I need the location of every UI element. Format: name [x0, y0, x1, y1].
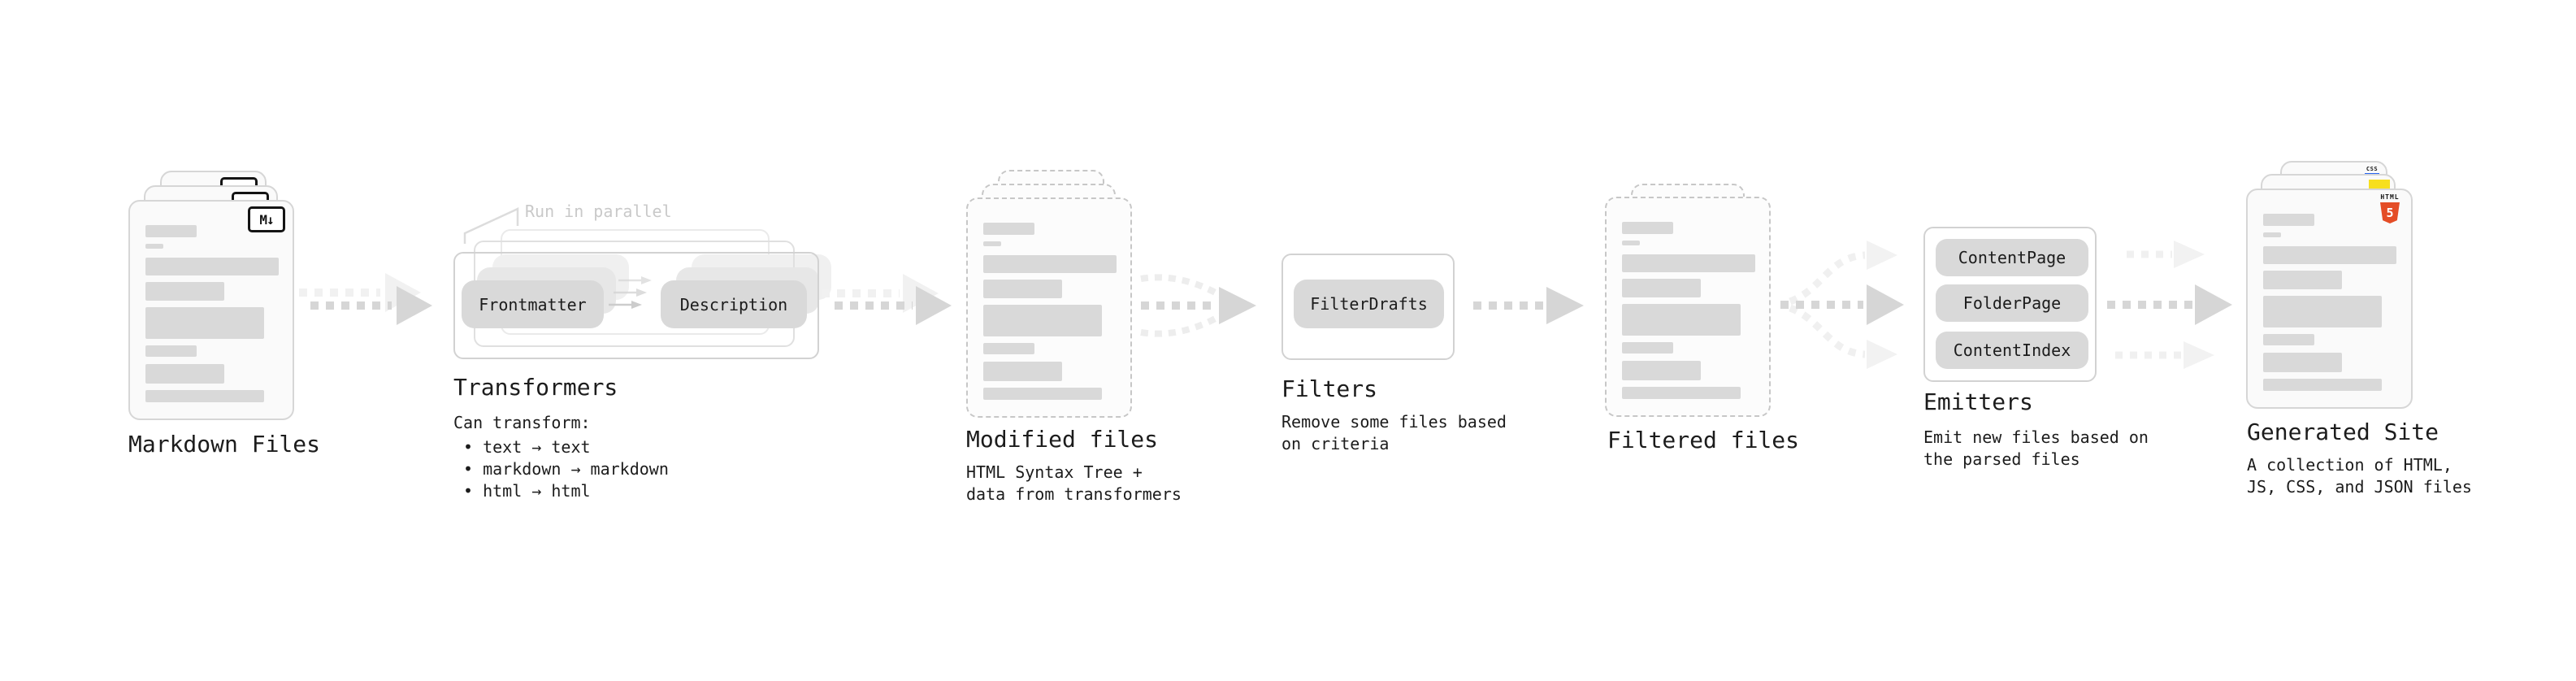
text-placeholder-line [145, 258, 279, 275]
filter-pill-filterdrafts: FilterDrafts [1294, 280, 1444, 328]
doc-skeleton [130, 202, 293, 402]
text-placeholder-line [145, 390, 264, 402]
flow-arrow-transformers-to-modified [822, 274, 952, 325]
text-placeholder-line [1622, 222, 1673, 234]
generated-file-card-html: HTML 5 [2246, 189, 2413, 409]
emitter-pill-contentpage: ContentPage [1936, 239, 2088, 276]
flow-arrow-markdown-to-transformers [299, 273, 432, 325]
text-placeholder-line [1622, 279, 1701, 297]
text-placeholder-line [2263, 334, 2314, 345]
doc-skeleton [1607, 198, 1769, 399]
stage-label-filters: Filters [1281, 375, 1378, 402]
note-leader-line [463, 207, 519, 244]
flow-arrow-emitters-to-generated [2107, 241, 2232, 369]
text-placeholder-line [983, 388, 1102, 400]
transformer-pill-frontmatter: Frontmatter [462, 280, 604, 328]
stage-label-modified-files: Modified files [966, 426, 1159, 453]
text-placeholder-line [145, 225, 197, 237]
markdown-icon: M↓ [248, 206, 285, 232]
generated-site-desc: A collection of HTML, JS, CSS, and JSON … [2247, 455, 2472, 497]
text-placeholder-line [2263, 232, 2281, 237]
text-placeholder-line [983, 362, 1062, 381]
bullet-item: • text → text [463, 437, 591, 457]
stage-label-generated-site: Generated Site [2247, 419, 2439, 445]
text-placeholder-line [145, 244, 163, 249]
text-placeholder-line [983, 280, 1062, 298]
html5-icon: HTML 5 [2378, 193, 2402, 223]
text-placeholder-line [1622, 387, 1741, 399]
transformer-pill-description: Description [661, 280, 807, 328]
emitter-pill-folderpage: FolderPage [1936, 284, 2088, 322]
text-placeholder-line [1622, 254, 1755, 272]
transformer-frame-front [453, 252, 819, 359]
bullet-item: • markdown → markdown [463, 459, 669, 479]
text-placeholder-line [145, 345, 197, 357]
emitters-desc: Emit new files based on the parsed files [1923, 427, 2149, 469]
bullet-item: • html → html [463, 481, 591, 501]
run-in-parallel-note: Run in parallel [525, 202, 672, 221]
text-placeholder-line [983, 223, 1034, 235]
modified-file-card-front [966, 197, 1132, 418]
text-placeholder-line [145, 364, 224, 384]
markdown-file-card-front: M↓ [128, 200, 294, 420]
text-placeholder-line [2263, 353, 2342, 372]
text-placeholder-line [983, 305, 1102, 336]
text-placeholder-line [1622, 241, 1640, 245]
stage-label-filtered-files: Filtered files [1607, 427, 1800, 453]
transformers-desc-title: Can transform: [453, 413, 591, 432]
text-placeholder-line [1622, 342, 1673, 354]
text-placeholder-line [983, 241, 1001, 246]
stage-label-markdown-files: Markdown Files [128, 431, 321, 458]
text-placeholder-line [1622, 304, 1741, 336]
text-placeholder-line [1622, 361, 1701, 380]
text-placeholder-line [983, 255, 1117, 273]
stage-label-emitters: Emitters [1923, 388, 2033, 415]
filters-desc: Remove some files based on criteria [1281, 412, 1507, 453]
text-placeholder-line [145, 307, 264, 339]
emitters-frame: ContentPage FolderPage ContentIndex [1923, 227, 2097, 382]
text-placeholder-line [2263, 214, 2314, 226]
transformers-bullet-list: • text → text • markdown → markdown • ht… [453, 436, 669, 502]
emitter-pill-contentindex: ContentIndex [1936, 332, 2088, 369]
modified-files-desc: HTML Syntax Tree + data from transformer… [966, 462, 1182, 504]
doc-skeleton [2248, 190, 2411, 391]
stage-label-transformers: Transformers [453, 374, 618, 401]
text-placeholder-line [2263, 271, 2342, 289]
text-placeholder-line [2263, 296, 2382, 327]
text-placeholder-line [2263, 246, 2396, 264]
flow-arrow-filtered-to-emitters [1780, 241, 1904, 369]
text-placeholder-line [2263, 379, 2382, 391]
parallel-arrows-icon [609, 276, 652, 309]
flow-arrow-filters-to-filtered [1473, 287, 1584, 324]
filtered-file-card-front [1605, 197, 1771, 417]
flow-arrow-modified-to-filters [1140, 274, 1256, 337]
text-placeholder-line [983, 343, 1034, 354]
text-placeholder-line [145, 282, 224, 301]
doc-skeleton [968, 199, 1130, 400]
